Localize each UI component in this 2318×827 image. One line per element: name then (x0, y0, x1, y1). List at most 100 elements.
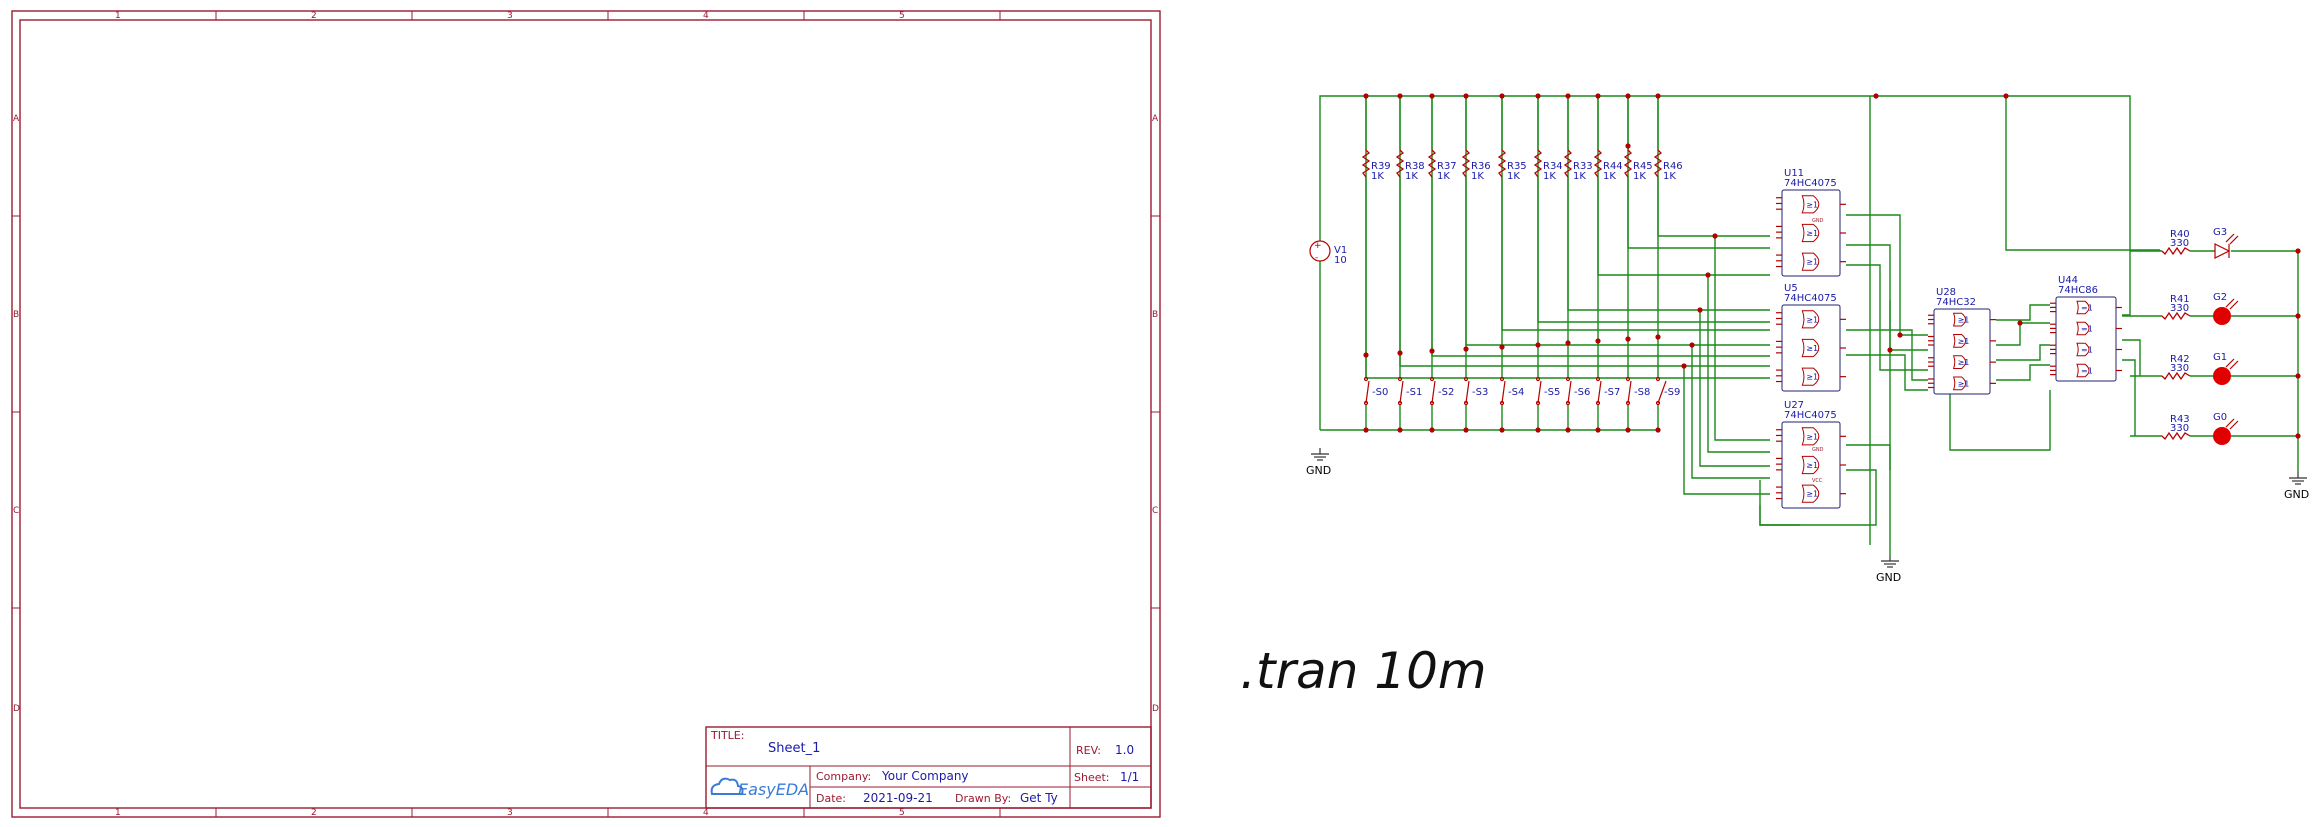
switch-s0[interactable]: -S0 (1363, 376, 1389, 406)
wire[interactable] (1431, 96, 1770, 357)
switch-s7[interactable]: -S7 (1595, 376, 1621, 406)
wire[interactable] (1707, 275, 1770, 453)
wire[interactable] (1537, 96, 1770, 323)
switch-s1[interactable]: -S1 (1397, 376, 1423, 406)
junction-dot (1363, 352, 1369, 358)
logic-ics[interactable]: U1174HC4075≥1≥1≥1GNDU574HC4075≥1≥1≥1U277… (1776, 168, 2122, 509)
wire[interactable] (1846, 444, 1891, 470)
wire[interactable] (1996, 304, 2050, 321)
wire[interactable] (1846, 244, 1928, 351)
wire[interactable] (1691, 345, 1770, 479)
switch-contact (1535, 376, 1541, 382)
input-resistors[interactable]: R391KR381KR371KR361KR351KR341KR331KR441K… (1361, 149, 1683, 182)
wire[interactable] (1996, 344, 2050, 361)
input-switches[interactable]: -S0 -S1-S2 -S3 -S4 -S5-S6-S7 -S8 -S9 (1363, 376, 1681, 406)
resistor-zigzag (1395, 149, 1405, 178)
ground-label: GND (2284, 488, 2309, 501)
wire[interactable] (1501, 96, 1770, 331)
switch-s5[interactable]: -S5 (1535, 376, 1561, 406)
wire[interactable] (1846, 214, 1928, 336)
switch-contact (1363, 376, 1369, 382)
wire[interactable] (1699, 310, 1770, 467)
wire[interactable] (1876, 95, 2131, 316)
drawn-label: Drawn By: (955, 792, 1011, 805)
junction-dot (1429, 348, 1435, 354)
switch-s3[interactable]: -S3 (1463, 376, 1489, 406)
resistor-value: 1K (1543, 171, 1556, 182)
wire[interactable] (1996, 364, 2050, 381)
led-emission-arrow (2229, 420, 2239, 430)
led-name: G2 (2213, 292, 2227, 303)
wire[interactable] (1846, 264, 1928, 371)
resistor-zigzag (1497, 149, 1507, 178)
gate-label: ≥1 (1806, 344, 1818, 353)
switch-contact (1499, 376, 1505, 382)
wire[interactable] (1846, 329, 1928, 381)
wire[interactable] (2122, 339, 2141, 376)
voltage-source-v1[interactable]: + - V1 10 (1309, 240, 1347, 266)
schematic[interactable]: + - V1 10 R391KR381KR371KR361KR351KR341K… (1306, 93, 2309, 584)
switch-s9[interactable]: -S9 (1655, 376, 1681, 406)
switch-lever (1627, 380, 1632, 404)
wire[interactable] (1949, 390, 2051, 451)
led-emission-arrow (2229, 300, 2239, 310)
junction-dot (1499, 427, 1505, 433)
wire[interactable] (1657, 96, 1770, 237)
wire[interactable] (1714, 236, 1770, 441)
switch-s6[interactable]: -S6 (1565, 376, 1591, 406)
junction-dot (1535, 427, 1541, 433)
junction-dot (1625, 427, 1631, 433)
wire[interactable] (1399, 96, 1770, 367)
wire[interactable] (1319, 95, 1876, 241)
switch-s2[interactable]: -S2 (1429, 376, 1455, 406)
wire[interactable] (1465, 96, 1770, 346)
logic-gate-symbol (2076, 321, 2090, 336)
switch-label: -S8 (1634, 387, 1650, 398)
logic-gate-symbol (1952, 334, 1967, 348)
title-block[interactable]: TITLE: Sheet_1 REV: 1.0 Company: Your Co… (705, 726, 1152, 809)
switch-label: -S9 (1664, 387, 1680, 398)
switch-s8[interactable]: -S8 (1625, 376, 1651, 406)
logic-gate-symbol (1801, 338, 1820, 358)
wire[interactable] (2122, 359, 2136, 436)
column-label: 2 (311, 808, 317, 818)
wire[interactable] (1846, 354, 1928, 391)
switch-s4[interactable]: -S4 (1499, 376, 1525, 406)
ground-label: GND (1876, 571, 1901, 584)
switch-lever (1465, 380, 1470, 404)
wire[interactable] (1759, 505, 1800, 526)
wire[interactable] (2005, 96, 2160, 251)
logic-gate-symbol (1801, 223, 1820, 243)
wire[interactable] (1996, 322, 2050, 346)
tran-directive[interactable]: .tran 10m (1240, 642, 1487, 700)
ground-label: GND (1306, 464, 1331, 477)
ic-name: U5 (1784, 283, 1798, 294)
switch-contact (1655, 376, 1661, 382)
junction-dot (1429, 93, 1435, 99)
row-label: A (1152, 114, 1159, 124)
wire[interactable] (1627, 96, 1770, 249)
wire[interactable] (1683, 366, 1770, 495)
wire-net[interactable] (1319, 95, 2299, 555)
